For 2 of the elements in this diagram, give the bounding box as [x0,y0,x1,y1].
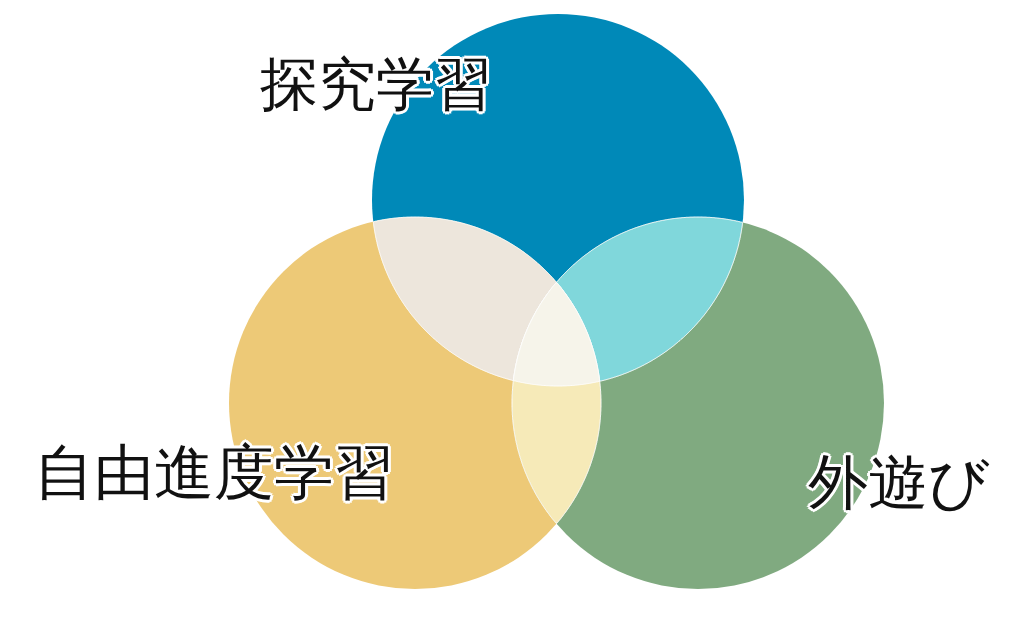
circle-label: 自由進度学習 [33,442,395,502]
circle-label: 外遊び [806,452,990,512]
